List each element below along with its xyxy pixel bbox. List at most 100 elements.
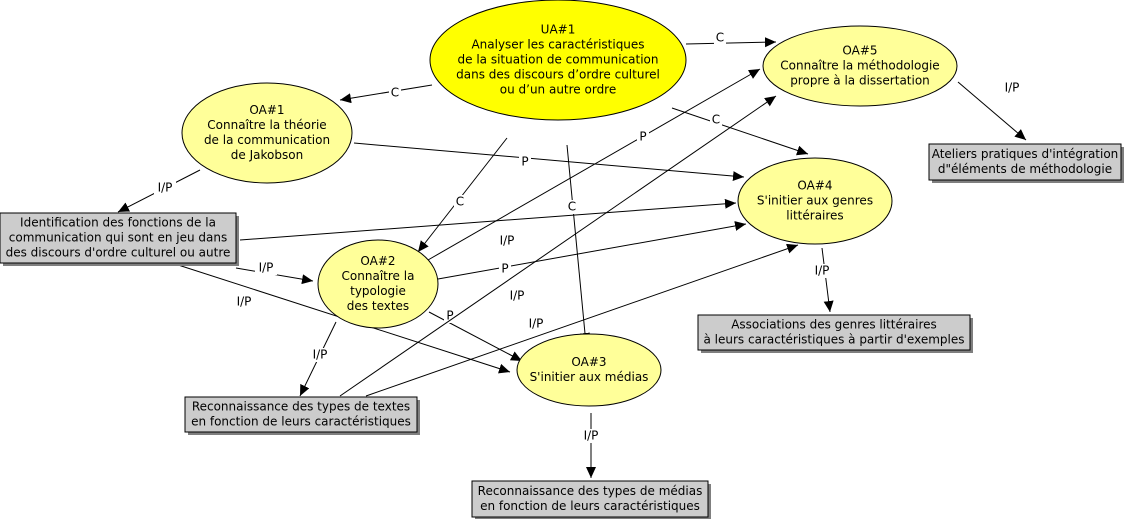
node-label-line: OA#1	[249, 103, 284, 117]
node-label-line: typologie	[350, 284, 406, 298]
edge-label: I/P	[237, 295, 252, 309]
edge-label-bg	[811, 264, 833, 278]
node-ellipse	[181, 82, 353, 184]
edge-label-bg	[714, 31, 726, 45]
node-label-line: à leurs caractéristiques à partir d'exem…	[704, 333, 965, 347]
node-label-line: S'initier aux médias	[530, 370, 649, 384]
edge-label-bg	[309, 348, 331, 362]
edge-line	[365, 243, 799, 397]
node-label-line: de Jakobson	[231, 148, 303, 162]
node-box	[697, 314, 971, 351]
edge-oa2-to-oa3: P	[428, 309, 523, 362]
edge-ua1-to-oa1: C	[339, 84, 433, 104]
edge-oa2-to-oa4: P	[437, 221, 747, 280]
edge-label: C	[568, 200, 576, 214]
edge-label-bg	[444, 309, 456, 323]
edge-line	[685, 37, 777, 48]
node-label-line: OA#5	[842, 44, 877, 58]
edge-line	[339, 84, 433, 104]
node-label-line: de la situation de communication	[458, 53, 659, 67]
edge-line	[821, 247, 834, 313]
node-label-line: littéraires	[786, 209, 843, 223]
edge-label-bg	[637, 130, 649, 144]
node-label-line: d"éléments de méthodologie	[938, 162, 1112, 176]
node-label-line: OA#4	[797, 179, 832, 193]
edge-label: I/P	[1005, 81, 1020, 95]
node-label-line: Connaître la théorie	[207, 118, 326, 132]
node-label-line: S'initier aux genres	[757, 194, 873, 208]
edge-line	[353, 142, 745, 182]
edge-label-bg	[1001, 81, 1023, 95]
edge-line	[339, 95, 777, 397]
edge-r_types_textes-to-oa5: I/P	[339, 95, 777, 397]
node-label-line: ou d’un autre ordre	[500, 83, 616, 97]
edge-label: C	[391, 86, 399, 100]
edge-label: P	[639, 130, 646, 144]
edge-label: P	[446, 309, 453, 323]
edge-label-bg	[519, 155, 531, 169]
node-ellipse	[737, 157, 893, 245]
node-label-line: UA#1	[541, 23, 576, 37]
edge-ua1-to-oa2: C	[417, 137, 508, 253]
edge-label: C	[456, 195, 464, 209]
edge-r_ident-to-oa2: I/P	[235, 261, 314, 285]
node-label-line: en fonction de leurs caractéristiques	[191, 415, 411, 429]
node-label-line: Ateliers pratiques d'intégration	[932, 147, 1119, 161]
node-r_ateliers: Ateliers pratiques d'intégrationd"élémen…	[928, 143, 1124, 183]
node-label-line: Reconnaissance des types de textes	[192, 400, 410, 414]
edge-oa1-to-r_ident: I/P	[117, 169, 201, 213]
node-label-line: Associations des genres littéraires	[731, 318, 937, 332]
edge-label: I/P	[529, 317, 544, 331]
edge-r_ident-to-oa4: I/P	[239, 198, 737, 248]
edge-oa3-to-r_types_medias: I/P	[580, 413, 602, 478]
node-label-line: communication qui sont en jeu dans	[9, 231, 227, 245]
edge-label-bg	[580, 429, 602, 443]
edge-label: I/P	[584, 429, 599, 443]
node-label-line: OA#2	[360, 254, 395, 268]
edge-oa4-to-r_genres: I/P	[811, 247, 834, 313]
edge-label: I/P	[815, 264, 830, 278]
edge-oa2-to-oa5: P	[427, 68, 761, 261]
edge-label-bg	[255, 261, 277, 275]
edge-oa5-to-r_ateliers: I/P	[957, 81, 1027, 141]
edge-line	[428, 311, 523, 362]
node-label-line: des discours d'ordre culturel ou autre	[6, 246, 231, 260]
node-box	[471, 480, 709, 518]
node-label-line: Reconnaissance des types de médias	[478, 484, 703, 498]
edge-label-bg	[496, 234, 518, 248]
node-label-line: en fonction de leurs caractéristiques	[480, 499, 700, 513]
edge-label-bg	[454, 195, 466, 209]
node-ellipse	[516, 333, 662, 407]
edge-line	[427, 68, 761, 261]
node-box	[184, 396, 418, 433]
node-ellipse	[762, 25, 958, 107]
node-box	[0, 212, 237, 264]
edge-ua1-to-oa4: C	[671, 107, 809, 156]
edge-line	[239, 198, 737, 241]
node-label-line: des textes	[347, 299, 409, 313]
node-label-line: propre à la dissertation	[790, 74, 930, 88]
edge-oa1-to-oa4: P	[353, 142, 745, 182]
edge-oa2-to-r_types_textes: I/P	[299, 321, 337, 397]
edge-label-bg	[499, 262, 511, 276]
edge-label-bg	[233, 295, 255, 309]
edge-ua1-to-oa5: C	[685, 31, 777, 48]
node-r_ident: Identification des fonctions de lacommun…	[0, 212, 239, 266]
edge-label: P	[501, 262, 508, 276]
node-label-line: de la communication	[204, 133, 330, 147]
edge-line	[671, 107, 809, 156]
node-ellipse	[317, 239, 439, 329]
edge-label: C	[712, 113, 720, 127]
edge-label: I/P	[158, 181, 173, 195]
edge-label: P	[521, 155, 528, 169]
